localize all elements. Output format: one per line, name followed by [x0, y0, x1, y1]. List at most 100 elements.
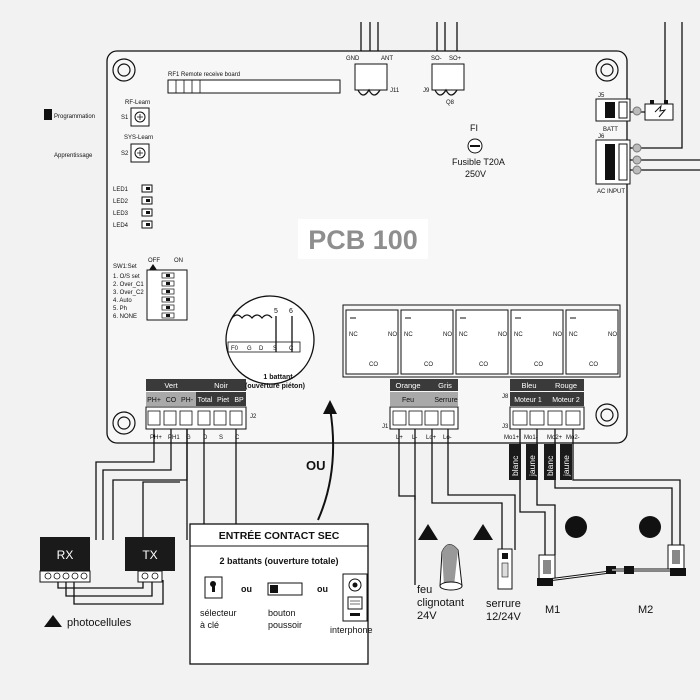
pin-c: C — [235, 435, 240, 441]
led-4-label: LED4 — [113, 223, 129, 229]
relay-4: NC NO CO — [510, 309, 564, 375]
m1-actuator-icon — [537, 554, 616, 586]
inset-pin-d: D — [259, 346, 264, 352]
wire-tag-jaune-1: jaune — [527, 455, 537, 477]
key-selector-icon — [204, 576, 223, 599]
m1-dot-icon — [565, 516, 587, 538]
ac-input-label: AC INPUT — [597, 189, 625, 195]
relay-3-co: CO — [479, 362, 488, 368]
moteur1-label: Moteur 1 — [514, 397, 542, 404]
fuse-label: Fusible T20A — [452, 157, 505, 167]
apprentissage-label: Apprentissage — [54, 153, 93, 159]
rf-learn-button[interactable] — [130, 107, 150, 127]
wire-color-tags: blanc jaune blanc jaune — [509, 444, 572, 480]
fuse-name: FI — [470, 123, 478, 133]
tx-photocell: TX — [125, 537, 175, 583]
contact-sec-box: ENTRÉE CONTACT SEC 2 battants (ouverture… — [189, 523, 373, 665]
term-ph-minus: PH- — [181, 397, 194, 404]
interphone-label: interphone — [330, 625, 373, 635]
relay-4-nc: NC — [514, 332, 523, 338]
bouton-label-1: bouton — [268, 608, 296, 618]
photocellules-label: photocellules — [67, 617, 132, 629]
relay-5-no: NO — [608, 332, 617, 338]
feu-triangle-icon — [418, 524, 438, 540]
sw-set-label: SW1:Set — [113, 264, 137, 270]
contact-title: ENTRÉE CONTACT SEC — [219, 529, 340, 542]
pin-s: S — [219, 435, 223, 441]
relay-2-co: CO — [424, 362, 433, 368]
pcb-title: PCB 100 — [308, 225, 418, 255]
j8-label: J8 — [502, 394, 509, 400]
j5-label: J5 — [598, 93, 605, 99]
sw-item-5: 5. Ph — [113, 306, 127, 312]
relay-4-no: NO — [553, 332, 562, 338]
m2-label: M2 — [638, 604, 653, 616]
inset-pin-s: S — [273, 346, 277, 352]
selecteur-label-1: sélecteur — [200, 608, 237, 618]
m2-actuator-icon — [612, 544, 686, 576]
relay-5-nc: NC — [569, 332, 578, 338]
j1-label: J1 — [382, 424, 389, 430]
led-1-label: LED1 — [113, 187, 129, 193]
sys-learn-button[interactable] — [130, 143, 150, 163]
pedestrian-inset: F0 G D S C 5 6 1 battant (ouverture piét… — [225, 295, 315, 390]
battery-icon — [644, 100, 674, 121]
m1-label: M1 — [545, 604, 560, 616]
relay-2-nc: NC — [404, 332, 413, 338]
sw-item-4: 4. Auto — [113, 298, 132, 304]
relay-5-co: CO — [589, 362, 598, 368]
contact-subtitle: 2 battants (ouverture totale) — [219, 556, 338, 566]
j11-label: J11 — [390, 88, 400, 94]
antenna-terminal — [354, 63, 388, 91]
so-minus-label: SO- — [431, 56, 442, 62]
ant-label: ANT — [381, 56, 393, 62]
bleu-header: Bleu — [521, 381, 536, 390]
pin-ph1: PH1 — [168, 435, 180, 441]
inset-caption-1: 1 battant — [263, 374, 293, 381]
s2-label: S2 — [121, 151, 129, 157]
pin-d: D — [203, 435, 208, 441]
sw-item-6: 6. NONE — [113, 314, 137, 320]
gnd-label: GND — [346, 56, 360, 62]
mounting-holes — [112, 58, 619, 435]
pin-lo-minus: Lo- — [443, 435, 452, 441]
photocell-wires — [57, 429, 188, 605]
pcb-title-box — [298, 219, 428, 259]
j6-label: J6 — [598, 134, 605, 140]
flashing-light-icon — [439, 544, 463, 591]
sw-item-2: 2. Over_C1 — [113, 282, 144, 288]
bouton-label-2: poussoir — [268, 620, 302, 630]
batt-label: BATT — [603, 127, 618, 133]
serrure-device-label-1: serrure — [486, 598, 521, 610]
rx-photocell: RX — [39, 537, 91, 583]
wire-tag-jaune-2: jaune — [561, 455, 571, 477]
push-button-icon — [267, 582, 303, 596]
pin-ph-plus: PH+ — [150, 435, 162, 441]
dip-switch: SW1:Set OFF ON 1. O/S set 2. Over_C1 3. … — [113, 258, 188, 321]
rf-desc: Remote receive board — [181, 72, 240, 78]
ou-arrow — [317, 407, 335, 521]
fuse-voltage: 250V — [465, 169, 486, 179]
relay-1-no: NO — [388, 332, 397, 338]
moteur2-label: Moteur 2 — [552, 397, 580, 404]
inset-num-5: 5 — [274, 308, 278, 315]
contact-wires — [203, 429, 237, 524]
serrure-label: Serrure — [434, 397, 457, 404]
sys-learn-label: SYS-Learn — [124, 135, 153, 141]
relay-3-nc: NC — [459, 332, 468, 338]
so-plus-label: SO+ — [449, 56, 462, 62]
inset-pin-f0: F0 — [231, 346, 239, 352]
sw-item-3: 3. Over_C2 — [113, 290, 144, 296]
j9-label: J9 — [423, 88, 430, 94]
inset-pin-c: C — [289, 346, 294, 352]
relay-4-co: CO — [534, 362, 543, 368]
led-2-label: LED2 — [113, 199, 129, 205]
moteur-terminal: Bleu Rouge Moteur 1 Moteur 2 J8 J3 Mo1+ … — [502, 379, 585, 441]
j3-label: J3 — [502, 424, 509, 430]
pin-mo1-plus: Mo1+ — [504, 435, 520, 441]
serrure-device-label-2: 12/24V — [486, 611, 522, 623]
ou-1: ou — [241, 584, 252, 594]
pin-lo-plus: Lo+ — [426, 435, 437, 441]
m2-dot-icon — [639, 516, 661, 538]
feu-label: Feu — [402, 397, 414, 404]
